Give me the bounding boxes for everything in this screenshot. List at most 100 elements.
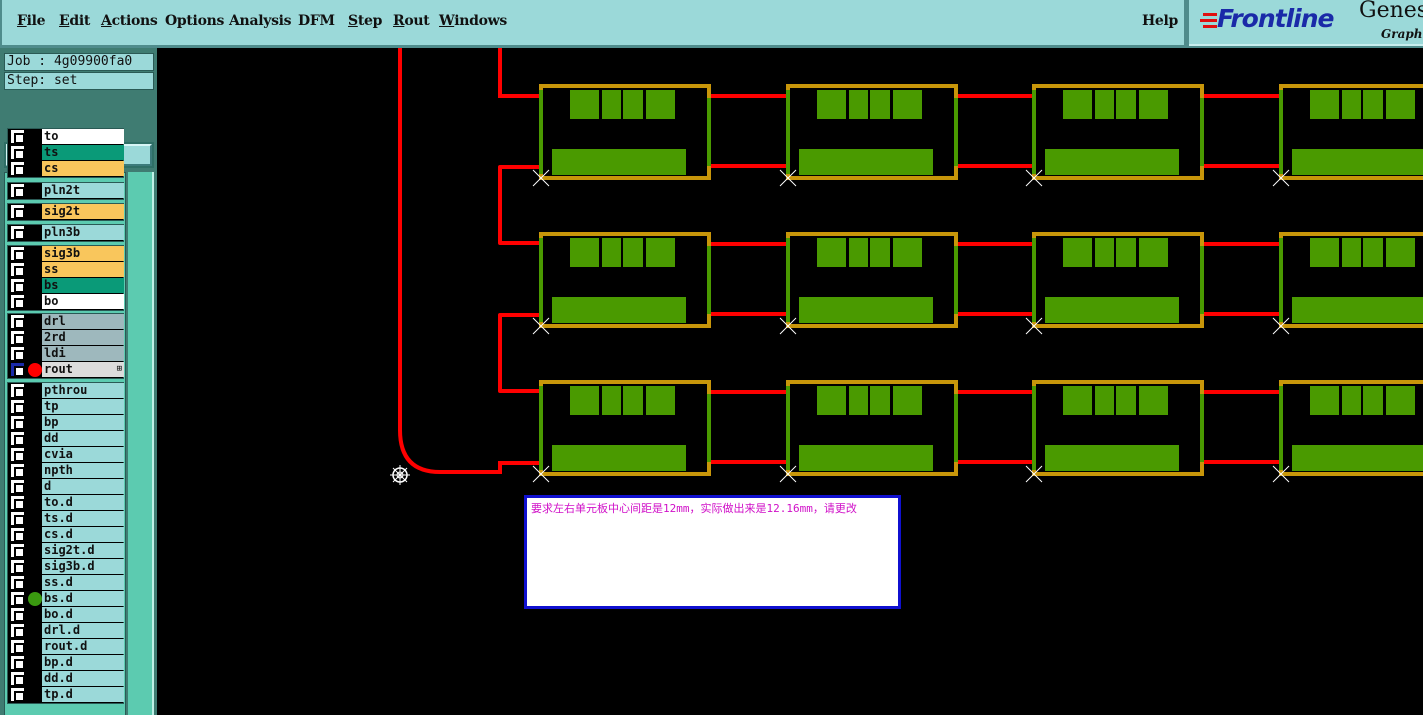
layer-row-to.d[interactable]: to.d bbox=[8, 495, 125, 511]
layer-checkbox[interactable] bbox=[11, 130, 25, 144]
layer-checkbox[interactable] bbox=[11, 347, 25, 361]
layer-row-cs.d[interactable]: cs.d bbox=[8, 527, 125, 543]
layer-name[interactable]: bs bbox=[42, 278, 124, 293]
layer-checkbox[interactable] bbox=[11, 480, 25, 494]
layer-row-cvia[interactable]: cvia bbox=[8, 447, 125, 463]
layer-checkbox[interactable] bbox=[11, 672, 25, 686]
layer-name[interactable]: sig2t.d bbox=[42, 543, 124, 558]
layer-row-ldi[interactable]: ldi bbox=[8, 346, 125, 362]
layer-name[interactable]: to.d bbox=[42, 495, 124, 510]
layer-checkbox[interactable] bbox=[11, 624, 25, 638]
layer-row-pln3b[interactable]: pln3b bbox=[8, 225, 125, 241]
graphic-canvas[interactable] bbox=[157, 48, 1423, 715]
menu-analysis[interactable]: Analysis bbox=[229, 13, 292, 29]
layer-row-dd[interactable]: dd bbox=[8, 431, 125, 447]
layer-name[interactable]: cs.d bbox=[42, 527, 124, 542]
layer-row-ts[interactable]: ts bbox=[8, 145, 125, 161]
layer-row-cs[interactable]: cs bbox=[8, 161, 125, 177]
menu-rout[interactable]: Rout bbox=[393, 13, 430, 29]
layer-checkbox[interactable] bbox=[11, 496, 25, 510]
layer-name[interactable]: bo bbox=[42, 294, 124, 309]
layer-row-bo.d[interactable]: bo.d bbox=[8, 607, 125, 623]
layer-checkbox[interactable] bbox=[11, 384, 25, 398]
layer-list-scrollbar[interactable] bbox=[128, 172, 154, 715]
layer-row-tp[interactable]: tp bbox=[8, 399, 125, 415]
layer-row-ss[interactable]: ss bbox=[8, 262, 125, 278]
menu-step[interactable]: Step bbox=[348, 13, 383, 29]
layer-row-bs[interactable]: bs bbox=[8, 278, 125, 294]
layer-row-dd.d[interactable]: dd.d bbox=[8, 671, 125, 687]
layer-name[interactable]: ss bbox=[42, 262, 124, 277]
layer-name[interactable]: cs bbox=[42, 161, 124, 176]
layer-name[interactable]: sig2t bbox=[42, 204, 124, 219]
layer-checkbox[interactable] bbox=[11, 295, 25, 309]
layer-checkbox[interactable] bbox=[11, 315, 25, 329]
layer-name[interactable]: tp bbox=[42, 399, 124, 414]
layer-row-pln2t[interactable]: pln2t bbox=[8, 183, 125, 199]
layer-name[interactable]: pthrou bbox=[42, 383, 124, 398]
layer-name[interactable]: 2rd bbox=[42, 330, 124, 345]
layer-checkbox[interactable] bbox=[11, 528, 25, 542]
layer-row-rout.d[interactable]: rout.d bbox=[8, 639, 125, 655]
layer-row-bp[interactable]: bp bbox=[8, 415, 125, 431]
layer-name[interactable]: ts bbox=[42, 145, 124, 160]
layer-name[interactable]: npth bbox=[42, 463, 124, 478]
menu-file[interactable]: File bbox=[17, 13, 46, 29]
layer-row-2rd[interactable]: 2rd bbox=[8, 330, 125, 346]
layer-name[interactable]: to bbox=[42, 129, 124, 144]
layer-name[interactable]: tp.d bbox=[42, 687, 124, 702]
layer-checkbox[interactable] bbox=[11, 226, 25, 240]
layer-checkbox[interactable] bbox=[11, 688, 25, 702]
layer-row-rout[interactable]: rout⊞ bbox=[8, 362, 125, 378]
layer-name[interactable]: sig3b bbox=[42, 246, 124, 261]
layer-checkbox[interactable] bbox=[11, 146, 25, 160]
layer-name[interactable]: rout.d bbox=[42, 639, 124, 654]
expand-icon[interactable]: ⊞ bbox=[116, 364, 122, 374]
layer-name[interactable]: ts.d bbox=[42, 511, 124, 526]
layer-name[interactable]: drl bbox=[42, 314, 124, 329]
layer-checkbox[interactable] bbox=[11, 464, 25, 478]
layer-name[interactable]: bo.d bbox=[42, 607, 124, 622]
layer-row-bo[interactable]: bo bbox=[8, 294, 125, 310]
layer-name[interactable]: dd.d bbox=[42, 671, 124, 686]
layer-row-drl[interactable]: drl bbox=[8, 314, 125, 330]
layer-checkbox[interactable] bbox=[11, 592, 25, 606]
layer-name[interactable]: ldi bbox=[42, 346, 124, 361]
layer-row-drl.d[interactable]: drl.d bbox=[8, 623, 125, 639]
layer-checkbox[interactable] bbox=[11, 400, 25, 414]
layer-checkbox[interactable] bbox=[11, 544, 25, 558]
layer-row-npth[interactable]: npth bbox=[8, 463, 125, 479]
menu-edit[interactable]: Edit bbox=[59, 13, 91, 29]
menu-windows[interactable]: Windows bbox=[439, 13, 507, 29]
layer-row-sig3b[interactable]: sig3b bbox=[8, 246, 125, 262]
layer-checkbox[interactable] bbox=[11, 512, 25, 526]
menu-dfm[interactable]: DFM bbox=[298, 13, 335, 29]
menu-help[interactable]: Help bbox=[1142, 13, 1179, 29]
layer-checkbox[interactable] bbox=[11, 263, 25, 277]
layer-row-to[interactable]: to bbox=[8, 129, 125, 145]
layer-checkbox[interactable] bbox=[11, 247, 25, 261]
layer-name[interactable]: bp bbox=[42, 415, 124, 430]
layer-checkbox[interactable] bbox=[11, 279, 25, 293]
layer-row-bs.d[interactable]: bs.d bbox=[8, 591, 125, 607]
layer-row-sig2t.d[interactable]: sig2t.d bbox=[8, 543, 125, 559]
layer-name[interactable]: bs.d bbox=[42, 591, 124, 606]
layer-row-sig3b.d[interactable]: sig3b.d bbox=[8, 559, 125, 575]
layer-row-bp.d[interactable]: bp.d bbox=[8, 655, 125, 671]
layer-name[interactable]: bp.d bbox=[42, 655, 124, 670]
layer-checkbox[interactable] bbox=[11, 162, 25, 176]
layer-name[interactable]: sig3b.d bbox=[42, 559, 124, 574]
layer-checkbox[interactable] bbox=[11, 205, 25, 219]
layer-name[interactable]: drl.d bbox=[42, 623, 124, 638]
menu-actions[interactable]: Actions bbox=[101, 13, 158, 29]
display-color-dot[interactable] bbox=[28, 363, 42, 377]
layer-checkbox[interactable] bbox=[11, 416, 25, 430]
layer-name[interactable]: ss.d bbox=[42, 575, 124, 590]
layer-checkbox[interactable] bbox=[11, 432, 25, 446]
layer-row-pthrou[interactable]: pthrou bbox=[8, 383, 125, 399]
layer-row-ts.d[interactable]: ts.d bbox=[8, 511, 125, 527]
layer-checkbox[interactable] bbox=[11, 363, 25, 377]
layer-name[interactable]: cvia bbox=[42, 447, 124, 462]
layer-name[interactable]: pln3b bbox=[42, 225, 124, 240]
layer-name[interactable]: d bbox=[42, 479, 124, 494]
